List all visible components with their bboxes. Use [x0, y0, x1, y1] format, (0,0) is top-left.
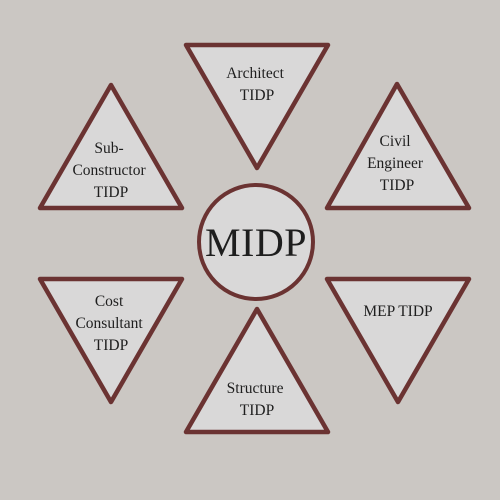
node-sub-constructor: Sub- Constructor TIDP	[37, 82, 185, 211]
civil-engineer-label-line-2: Engineer	[367, 155, 424, 172]
node-cost-consultant: Cost Consultant TIDP	[37, 276, 185, 405]
cost-consultant-triangle	[37, 276, 185, 405]
structure-triangle	[183, 306, 331, 435]
node-civil-engineer: Civil Engineer TIDP	[324, 81, 472, 211]
cost-consultant-label: Cost Consultant TIDP	[75, 293, 146, 354]
center-hub: MIDP	[197, 183, 315, 301]
sub-constructor-label-line-1: Sub-	[94, 140, 123, 157]
sub-constructor-triangle	[37, 82, 185, 211]
civil-engineer-triangle	[324, 81, 472, 211]
node-architect: Architect TIDP	[183, 42, 331, 171]
mep-triangle	[324, 276, 472, 405]
sub-constructor-label-line-2: Constructor	[72, 162, 146, 179]
node-structure: Structure TIDP	[183, 306, 331, 435]
center-label: MIDP	[205, 220, 307, 265]
architect-label: Architect TIDP	[226, 65, 288, 104]
center-circle	[197, 183, 315, 301]
mep-label-line-1: MEP TIDP	[363, 303, 432, 320]
architect-label-line-1: Architect	[226, 65, 284, 82]
structure-label-line-2: TIDP	[240, 402, 274, 419]
structure-label-line-1: Structure	[227, 380, 284, 397]
cost-consultant-label-line-2: Consultant	[75, 315, 143, 332]
mep-label: MEP TIDP	[363, 303, 432, 320]
sub-constructor-label: Sub- Constructor TIDP	[72, 140, 149, 201]
civil-engineer-label: Civil Engineer TIDP	[367, 133, 427, 194]
cost-consultant-label-line-3: TIDP	[94, 337, 128, 354]
architect-label-line-2: TIDP	[240, 87, 274, 104]
civil-engineer-label-line-3: TIDP	[380, 177, 414, 194]
sub-constructor-label-line-3: TIDP	[94, 184, 128, 201]
civil-engineer-label-line-1: Civil	[380, 133, 411, 150]
structure-label: Structure TIDP	[227, 380, 288, 419]
architect-triangle	[183, 42, 331, 171]
node-mep: MEP TIDP	[324, 276, 472, 405]
cost-consultant-label-line-1: Cost	[95, 293, 124, 310]
